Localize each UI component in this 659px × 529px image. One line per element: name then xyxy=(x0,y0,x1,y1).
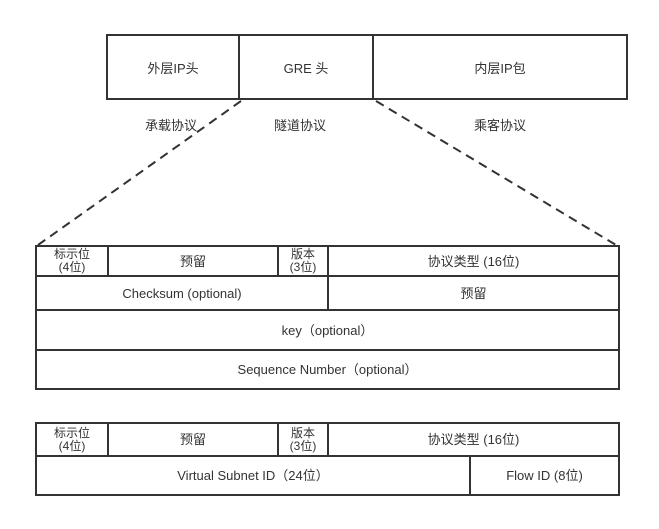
nvgre-flags-cell: 标示位 (4位) xyxy=(37,424,107,455)
inner-ip-packet-label: 内层IP包 xyxy=(474,60,526,76)
gre-flags-text: 标示位 (4位) xyxy=(54,248,90,274)
gre-header-row-4: Sequence Number（optional） xyxy=(37,349,618,388)
nvgre-flags-line2: (4位) xyxy=(58,438,86,453)
outer-ip-header-label: 外层IP头 xyxy=(147,60,199,76)
tunnel-protocol-label: 隧道协议 xyxy=(273,118,326,133)
bearer-protocol-label: 承载协议 xyxy=(144,118,197,133)
gre-version-cell: 版本 (3位) xyxy=(277,247,327,275)
gre-header-label: GRE 头 xyxy=(283,60,329,76)
nvgre-version-cell: 版本 (3位) xyxy=(277,424,327,455)
gre-protocol-type-cell: 协议类型 (16位) xyxy=(327,247,618,275)
gre-reserved2-cell: 预留 xyxy=(327,277,618,309)
gre-header-box: GRE 头 xyxy=(238,34,374,100)
gre-key-cell: key（optional） xyxy=(37,311,618,349)
gre-header-row-1: 标示位 (4位) 预留 版本 (3位) 协议类型 (16位) xyxy=(37,247,618,275)
gre-header-row-3: key（optional） xyxy=(37,309,618,349)
gre-version-line1: 版本 xyxy=(290,247,315,261)
packet-overview-row: 外层IP头 GRE 头 内层IP包 xyxy=(106,34,628,100)
nvgre-version-line1: 版本 xyxy=(290,425,315,440)
gre-sequence-number-cell: Sequence Number（optional） xyxy=(37,351,618,388)
gre-key-label: key（optional） xyxy=(281,322,374,338)
gre-checksum-cell: Checksum (optional) xyxy=(37,277,327,309)
gre-version-text: 版本 (3位) xyxy=(290,248,317,274)
gre-protocol-type-label: 协议类型 (16位) xyxy=(427,253,520,269)
gre-checksum-label: Checksum (optional) xyxy=(122,285,242,301)
nvgre-version-line2: (3位) xyxy=(289,438,317,453)
nvgre-virtual-subnet-id-cell: Virtual Subnet ID（24位） xyxy=(37,457,469,494)
gre-header-row-2: Checksum (optional) 预留 xyxy=(37,275,618,309)
nvgre-flags-text: 标示位 (4位) xyxy=(53,425,90,453)
nvgre-header-row-2: Virtual Subnet ID（24位） Flow ID (8位) xyxy=(37,455,618,494)
nvgre-flags-line1: 标示位 xyxy=(53,425,90,440)
gre-flags-line2: (4位) xyxy=(58,260,86,274)
gre-flags-cell: 标示位 (4位) xyxy=(37,247,107,275)
passenger-protocol-label: 乘客协议 xyxy=(473,118,526,133)
nvgre-version-text: 版本 (3位) xyxy=(289,425,317,453)
gre-reserved1-cell: 预留 xyxy=(107,247,277,275)
outer-ip-header-box: 外层IP头 xyxy=(106,34,240,100)
nvgre-reserved-label: 预留 xyxy=(179,432,206,447)
inner-ip-packet-box: 内层IP包 xyxy=(372,34,628,100)
nvgre-flow-id-cell: Flow ID (8位) xyxy=(469,457,618,494)
gre-version-line2: (3位) xyxy=(289,260,317,274)
gre-reserved2-label: 预留 xyxy=(460,285,487,301)
gre-header-table: 标示位 (4位) 预留 版本 (3位) 协议类型 (16位) Checksum … xyxy=(35,245,620,390)
nvgre-reserved-cell: 预留 xyxy=(107,424,277,455)
nvgre-header-table: 标示位 (4位) 预留 版本 (3位) 协议类型 (16位) Virtual S… xyxy=(35,422,620,496)
nvgre-protocol-type-label: 协议类型 (16位) xyxy=(427,432,520,447)
gre-reserved1-label: 预留 xyxy=(179,253,206,269)
nvgre-flow-id-label: Flow ID (8位) xyxy=(506,468,583,483)
nvgre-protocol-type-cell: 协议类型 (16位) xyxy=(327,424,618,455)
nvgre-header-row-1: 标示位 (4位) 预留 版本 (3位) 协议类型 (16位) xyxy=(37,424,618,455)
nvgre-virtual-subnet-id-label: Virtual Subnet ID（24位） xyxy=(177,468,329,483)
gre-flags-line1: 标示位 xyxy=(53,247,90,261)
gre-sequence-number-label: Sequence Number（optional） xyxy=(237,362,418,377)
